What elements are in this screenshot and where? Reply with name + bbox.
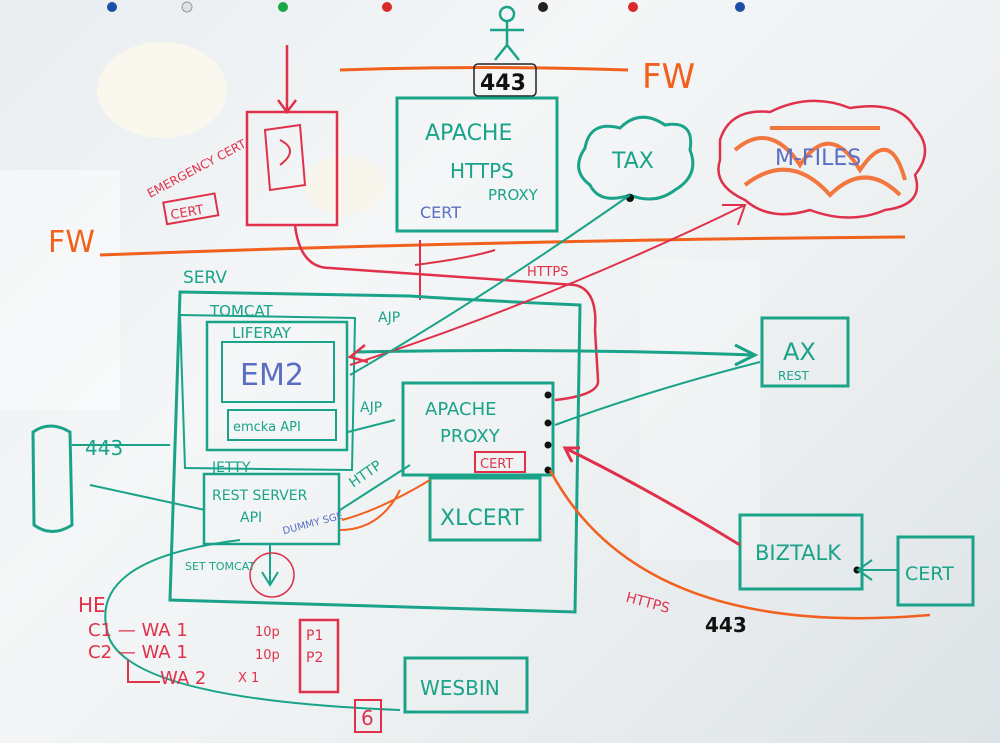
tax-cloud [577, 115, 695, 201]
p2-label: P2 [306, 650, 323, 666]
em2-to-tax-line [349, 194, 631, 376]
top2-label: 10p [255, 648, 280, 663]
port-443-box [473, 63, 537, 97]
cert-apache-label: CERT [480, 457, 513, 472]
ajp-arrow [347, 419, 396, 433]
tomcat-box [178, 313, 357, 472]
serv-label: SERV [183, 268, 227, 288]
mfiles-cloud [717, 99, 927, 219]
emergency-to-apache-proxy-line [293, 224, 600, 402]
serv-box [168, 290, 582, 614]
x1-label: X 1 [238, 671, 259, 686]
wesbin-label: WESBIN [420, 676, 500, 700]
emergency-server-box [245, 110, 339, 227]
p1-label: P1 [306, 628, 323, 644]
rest-server-down-arrow [261, 545, 279, 587]
proxy-to-em2-red-line [414, 240, 496, 300]
database-cylinder [31, 424, 74, 533]
https-bottom-label: HTTPS [624, 590, 671, 617]
ax-rest-line2: REST [778, 369, 810, 383]
wa2-label: WA 2 [160, 668, 206, 689]
arrow-down-into-emergency [277, 45, 297, 115]
biztalk-label: BIZTALK [755, 541, 842, 565]
apache-proxy-box [401, 381, 555, 477]
cert-proxy-label: CERT [420, 203, 461, 222]
https-bottom-curve [548, 469, 931, 620]
em2-to-mfiles-line [349, 204, 747, 366]
port-left-label: 443 [85, 436, 123, 460]
cert-to-biztalk-arrow [856, 559, 898, 581]
cert-left-label: CERT [169, 203, 204, 224]
wesbin-box [403, 656, 529, 714]
proxy-port-dots [544, 391, 552, 474]
apache-proxy-line2: PROXY [440, 426, 501, 447]
set-tomcat-label: SET TOMCAT [185, 560, 255, 573]
emcka-api-box [227, 409, 337, 441]
em2-box [221, 341, 335, 403]
window-reflection-2 [640, 260, 760, 560]
long-teal-curve [104, 539, 401, 711]
set-tomcat-circle [249, 552, 295, 598]
em2-to-ax-rest-line [354, 343, 759, 367]
cert-right-label: CERT [905, 563, 954, 585]
liferay-label: LIFERAY [232, 324, 292, 342]
ajp-mid-label: AJP [360, 400, 382, 416]
apache-https-proxy-line3: PROXY [488, 186, 539, 204]
window-reflection [0, 170, 120, 410]
emergency-cert-label: EMERGENCY CERT [145, 136, 249, 200]
user-icon [490, 5, 524, 61]
cert-apache-box [474, 451, 526, 473]
top1-label: 10p [255, 625, 280, 640]
p-servers-box [298, 618, 340, 694]
em2-arrowhead [347, 344, 369, 364]
ax-rest-box [760, 316, 850, 388]
dummy-sg-label: DUMMY SGE [282, 511, 345, 538]
he-label: HE [78, 593, 106, 617]
ajp-top-label: AJP [378, 310, 400, 326]
rest-server-line2: API [240, 510, 262, 526]
xlcert-label: XLCERT [440, 506, 524, 531]
em2-label: EM2 [240, 358, 304, 393]
wa2-bracket [127, 660, 160, 683]
rest-server-box [202, 472, 341, 546]
six-label: 6 [361, 706, 374, 730]
http-arrow [339, 464, 411, 511]
tax-label: TAX [611, 149, 654, 174]
mfiles-label: M-FILES [775, 146, 861, 171]
apache-https-proxy-line2: HTTPS [450, 159, 514, 183]
tomcat-label: TOMCAT [209, 302, 273, 320]
firewall-line-top [339, 66, 629, 72]
mfiles-scribble [733, 126, 907, 198]
lamp-glare [305, 155, 385, 215]
magnets [107, 1, 745, 13]
cert-left-box [162, 192, 220, 226]
liferay-box [205, 320, 349, 452]
rest-server-line1: REST SERVER [212, 488, 308, 504]
ax-rest-line1: AX [783, 338, 816, 366]
apache-https-proxy-box [395, 96, 559, 233]
proxy-to-ax-rest-line [554, 361, 761, 426]
apache-proxy-line1: APACHE [425, 399, 497, 420]
emcka-api-label: emcka API [233, 420, 301, 435]
jetty-label: JETTY [211, 460, 251, 476]
biztalk-to-proxy-line [562, 446, 741, 547]
db-to-rest-line [89, 484, 206, 511]
fw-top-label: FW [642, 57, 695, 97]
port-bottom-label: 443 [705, 613, 747, 637]
https-top-label: HTTPS [527, 265, 569, 280]
c1-label: C1 — WA 1 [88, 620, 188, 641]
c2-label: C2 — WA 1 [88, 642, 188, 663]
six-box [354, 699, 382, 733]
apache-https-proxy-line1: APACHE [425, 121, 512, 146]
biztalk-box [738, 513, 864, 591]
xlcert-box [428, 476, 542, 542]
orange-arrow-rest [339, 479, 431, 531]
ceiling-lamp-reflection [97, 42, 227, 138]
firewall-line-left [99, 235, 906, 257]
emergency-server-scribble [263, 123, 307, 192]
port-443-top: 443 [480, 71, 526, 96]
fw-left-label: FW [48, 225, 95, 260]
